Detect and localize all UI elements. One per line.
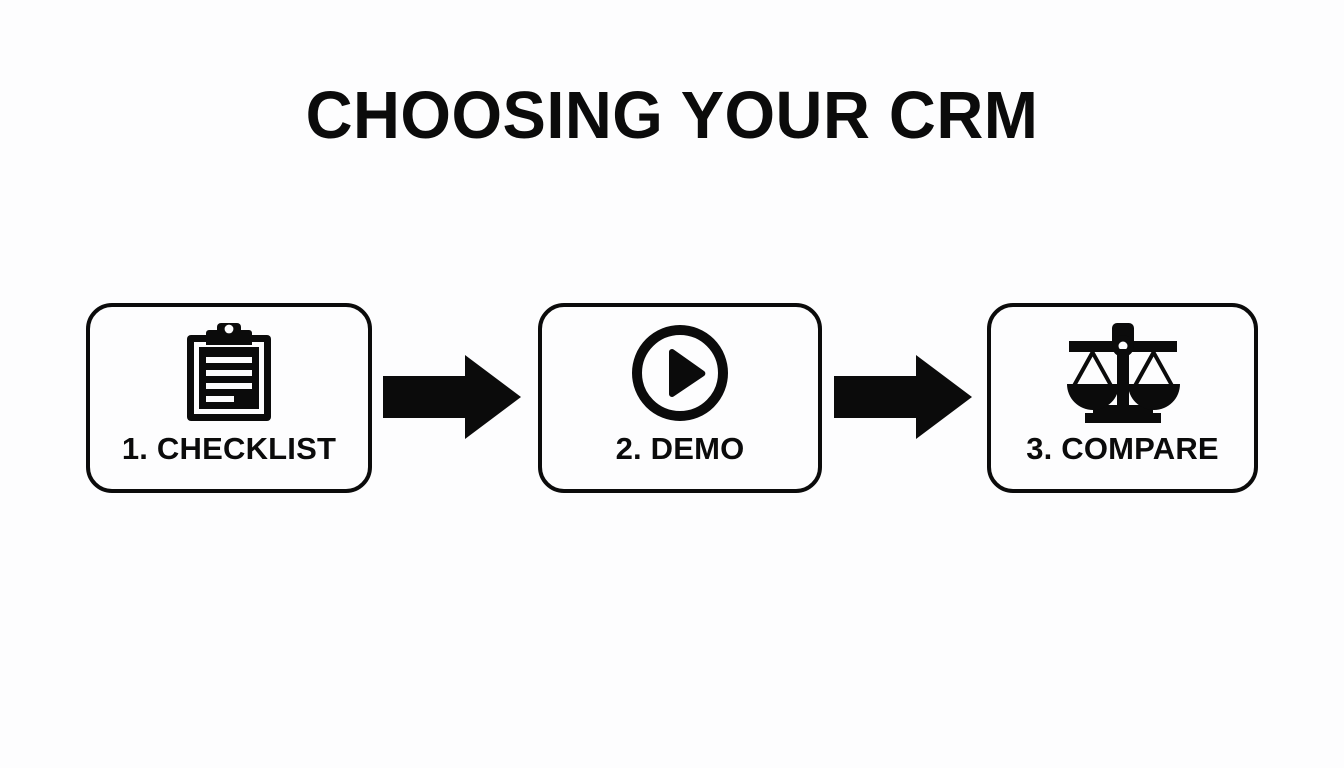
play-circle-icon	[631, 319, 729, 427]
step-card-checklist[interactable]: 1. CHECKLIST	[86, 303, 372, 493]
balance-scale-icon	[1053, 319, 1193, 427]
step-label-checklist: 1. CHECKLIST	[121, 431, 337, 466]
page-title: CHOOSING YOUR CRM	[305, 78, 1039, 153]
step-card-demo[interactable]: 2. DEMO	[538, 303, 822, 493]
clipboard-icon	[181, 319, 277, 427]
arrow-right-icon	[834, 355, 972, 439]
step-label-compare: 3. COMPARE	[1026, 431, 1219, 466]
process-flow: 1. CHECKLIST 2. DEMO	[86, 303, 1258, 493]
step-label-demo: 2. DEMO	[615, 431, 745, 466]
step-card-compare[interactable]: 3. COMPARE	[987, 303, 1258, 493]
arrow-right-icon	[383, 355, 521, 439]
